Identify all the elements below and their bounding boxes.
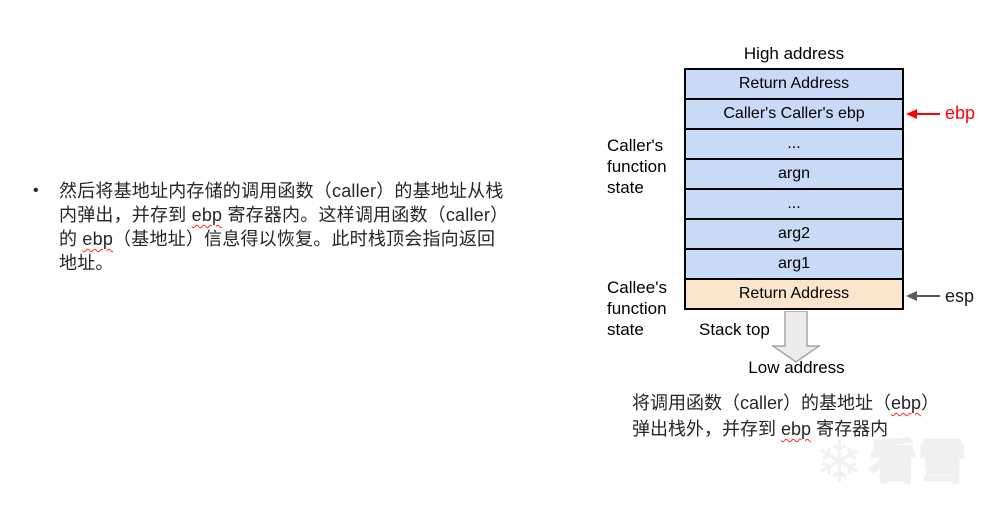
caller-label-line-3: state (607, 178, 644, 197)
ebp-term: ebp (191, 205, 223, 225)
caption-line-2-pre: 弹出栈外，并存到 (632, 419, 782, 439)
caption-line-2: 弹出栈外，并存到 ebp 寄存器内 (632, 416, 977, 442)
caption-line-1-pre: 将调用函数（caller）的基地址（ (632, 393, 892, 413)
stack-row-return-address-caller: Return Address (686, 70, 902, 100)
ebp-term: ebp (82, 229, 114, 249)
caption-line-2-post: 寄存器内 (811, 419, 889, 439)
bullet-line-2: 内弹出，并存到 ebp 寄存器内。这样调用函数（caller） (59, 203, 508, 227)
snowflake-icon: ❄ (815, 428, 864, 496)
caller-label-line-2: function (607, 157, 667, 176)
bullet-line-3-pre: 的 (59, 229, 83, 249)
ebp-pointer-arrow-icon (906, 109, 940, 119)
callee-label-line-1: Callee's (607, 278, 667, 297)
bullet-marker: • (33, 182, 39, 199)
ebp-register-label: ebp (945, 103, 976, 123)
bullet-text: 然后将基地址内存储的调用函数（caller）的基地址从栈 内弹出，并存到 ebp… (59, 179, 508, 275)
esp-register-label: esp (945, 286, 975, 306)
kanxue-watermark: ❄ 看雪 (815, 432, 968, 492)
stack-row-arg1: arg1 (686, 250, 902, 280)
stack-row-ellipsis-1: ... (686, 130, 902, 160)
watermark-text: 看雪 (869, 434, 968, 489)
diagram-caption: 将调用函数（caller）的基地址（ebp） 弹出栈外，并存到 ebp 寄存器内 (632, 390, 977, 442)
stack-row-callers-callers-ebp: Caller's Caller's ebp (686, 100, 902, 130)
stack-row-ellipsis-2: ... (686, 190, 902, 220)
stack-row-argn: argn (686, 160, 902, 190)
low-address-label: Low address (748, 358, 845, 377)
caption-line-1-post: ） (921, 393, 940, 413)
callee-function-state-label: Callee's function state (607, 277, 687, 340)
bullet-paragraph: • 然后将基地址内存储的调用函数（caller）的基地址从栈 内弹出，并存到 e… (33, 179, 543, 275)
bullet-line-3-post: （基地址）信息得以恢复。此时栈顶会指向返回 (113, 229, 496, 249)
stack-row-arg2: arg2 (686, 220, 902, 250)
bullet-line-2-post: 寄存器内。这样调用函数（caller） (222, 205, 509, 225)
caption-line-1: 将调用函数（caller）的基地址（ebp） (632, 390, 977, 416)
esp-pointer-arrow-icon (906, 291, 940, 301)
callee-label-line-3: state (607, 320, 644, 339)
callee-label-line-2: function (607, 299, 667, 318)
caller-function-state-label: Caller's function state (607, 135, 687, 198)
ebp-term: ebp (781, 419, 812, 439)
stack-top-label: Stack top (699, 320, 770, 339)
bullet-line-3: 的 ebp（基地址）信息得以恢复。此时栈顶会指向返回 (59, 227, 508, 251)
stack-row-return-address-callee: Return Address (686, 280, 902, 308)
high-address-label: High address (743, 44, 845, 63)
bullet-line-2-pre: 内弹出，并存到 (59, 205, 192, 225)
bullet-line-1-text: 然后将基地址内存储的调用函数（caller）的基地址从栈 (59, 181, 504, 201)
bullet-line-4: 地址。 (59, 251, 508, 275)
ebp-term: ebp (891, 393, 922, 413)
bullet-line-4-text: 地址。 (59, 253, 114, 273)
stack-memory-table: Return Address Caller's Caller's ebp ...… (684, 68, 904, 310)
stack-grow-down-arrow-icon (770, 311, 822, 363)
caller-label-line-1: Caller's (607, 136, 664, 155)
bullet-line-1: 然后将基地址内存储的调用函数（caller）的基地址从栈 (59, 179, 508, 203)
